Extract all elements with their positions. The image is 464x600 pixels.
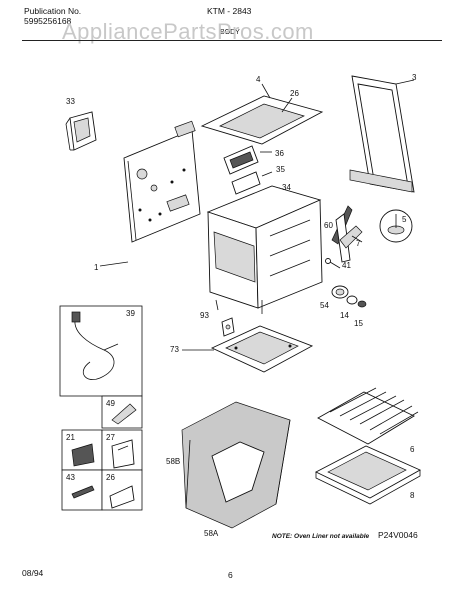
model-number: KTM - 2843 xyxy=(207,6,252,16)
publication-number: 5995256168 xyxy=(24,16,72,26)
header-rule xyxy=(22,40,442,41)
publication-label: Publication No. xyxy=(24,6,82,16)
callout-93: 93 xyxy=(200,311,209,320)
callout-36: 36 xyxy=(275,149,284,158)
callout-49: 49 xyxy=(106,399,115,408)
callout-3: 3 xyxy=(412,73,417,82)
part-39-power-cord-box xyxy=(59,305,143,397)
callout-39: 39 xyxy=(126,309,135,318)
part-14-spacer xyxy=(346,295,358,305)
part-6-oven-rack xyxy=(317,387,419,445)
callout-4: 4 xyxy=(256,75,261,84)
part-4-top-panel xyxy=(200,83,324,145)
part-7-hinge-receiver xyxy=(339,225,363,249)
part-36-vent xyxy=(223,145,272,175)
part-41-screw xyxy=(325,258,341,269)
oven-body xyxy=(206,185,323,314)
callout-26-box: 26 xyxy=(106,473,115,482)
callout-43: 43 xyxy=(66,473,75,482)
part-43-box xyxy=(61,469,103,511)
callout-41: 41 xyxy=(342,261,351,270)
part-35-vent-duct xyxy=(231,171,273,195)
part-58-insulation xyxy=(181,401,291,529)
part-27-box xyxy=(101,429,143,471)
part-5-leveling-leg xyxy=(379,209,413,243)
callout-34: 34 xyxy=(282,183,291,192)
callout-54: 54 xyxy=(320,301,329,310)
callout-6: 6 xyxy=(410,445,415,454)
watermark: AppliancePartsPros.com xyxy=(62,19,314,44)
callout-26: 26 xyxy=(290,89,299,98)
part-1-rear-panel xyxy=(99,120,201,267)
callout-33: 33 xyxy=(66,97,75,106)
callout-21: 21 xyxy=(66,433,75,442)
part-73-bottom-panel xyxy=(210,325,314,373)
callout-15: 15 xyxy=(354,319,363,328)
part-49-box xyxy=(101,395,143,429)
footer-date: 08/94 xyxy=(22,568,44,578)
part-15-clip xyxy=(357,300,367,308)
figure-code: P24V0046 xyxy=(378,530,418,540)
callout-58B: 58B xyxy=(166,457,180,466)
footer-page: 6 xyxy=(228,570,233,580)
callout-60: 60 xyxy=(324,221,333,230)
part-93-bracket xyxy=(221,317,235,337)
callout-1: 1 xyxy=(94,263,99,272)
part-33-bracket xyxy=(65,111,97,151)
part-3-side-panel xyxy=(349,75,415,193)
callout-7: 7 xyxy=(356,239,361,248)
callout-27: 27 xyxy=(106,433,115,442)
part-21-box xyxy=(61,429,103,471)
callout-58A: 58A xyxy=(204,529,219,538)
callout-73: 73 xyxy=(170,345,179,354)
part-26-box xyxy=(101,469,143,511)
part-8-broiler-pan xyxy=(314,445,422,505)
callout-14: 14 xyxy=(340,311,349,320)
oven-liner-note: NOTE: Oven Liner not available xyxy=(272,533,370,540)
part-54-cap xyxy=(331,285,349,299)
callout-35: 35 xyxy=(276,165,285,174)
callout-8: 8 xyxy=(410,491,415,500)
callout-5: 5 xyxy=(402,215,407,224)
section-title: BODY xyxy=(220,29,240,36)
